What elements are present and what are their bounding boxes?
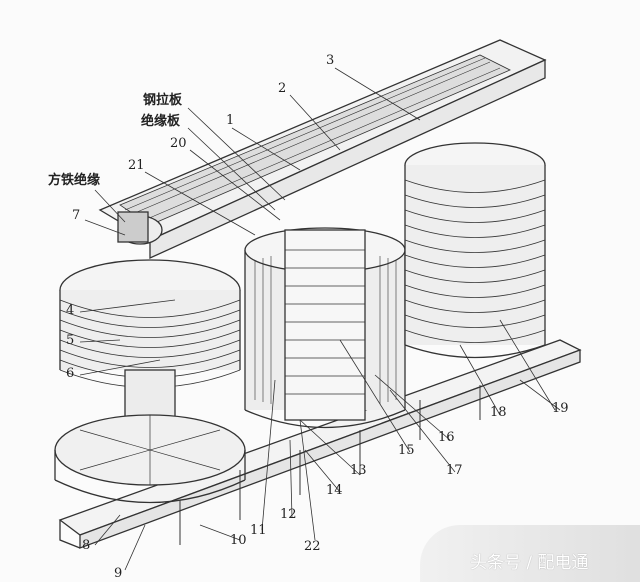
support-legs	[179, 385, 481, 545]
middle-coil	[244, 227, 406, 429]
left-coil	[54, 259, 246, 504]
label-insulating-plate: 绝缘板	[141, 114, 181, 129]
label-15: 15	[398, 443, 415, 458]
label-16: 16	[438, 430, 455, 445]
watermark: 头条号 / 配电通	[470, 553, 589, 573]
label-13: 13	[350, 463, 367, 478]
top-yoke	[98, 39, 547, 260]
label-10: 10	[230, 533, 247, 548]
label-19: 19	[552, 401, 569, 416]
label-14: 14	[326, 483, 343, 498]
label-4: 4	[66, 303, 75, 318]
label-18: 18	[490, 405, 507, 420]
label-12: 12	[280, 507, 297, 522]
label-5: 5	[66, 333, 75, 348]
label-22: 22	[304, 539, 321, 554]
label-7: 7	[72, 208, 81, 223]
label-square-iron-insulation: 方铁绝缘	[48, 173, 101, 188]
label-2: 2	[278, 81, 287, 96]
label-1: 1	[226, 113, 235, 128]
label-17: 17	[446, 463, 463, 478]
label-21: 21	[128, 158, 145, 173]
label-9: 9	[114, 566, 123, 581]
label-8: 8	[82, 538, 91, 553]
label-6: 6	[66, 366, 75, 381]
label-11: 11	[250, 523, 267, 538]
watermark-background	[420, 525, 640, 582]
label-20: 20	[170, 136, 187, 151]
label-steel-tie-plate: 钢拉板	[143, 93, 183, 108]
right-coil	[404, 142, 546, 359]
leader-lines	[79, 67, 561, 571]
label-3: 3	[326, 53, 335, 68]
